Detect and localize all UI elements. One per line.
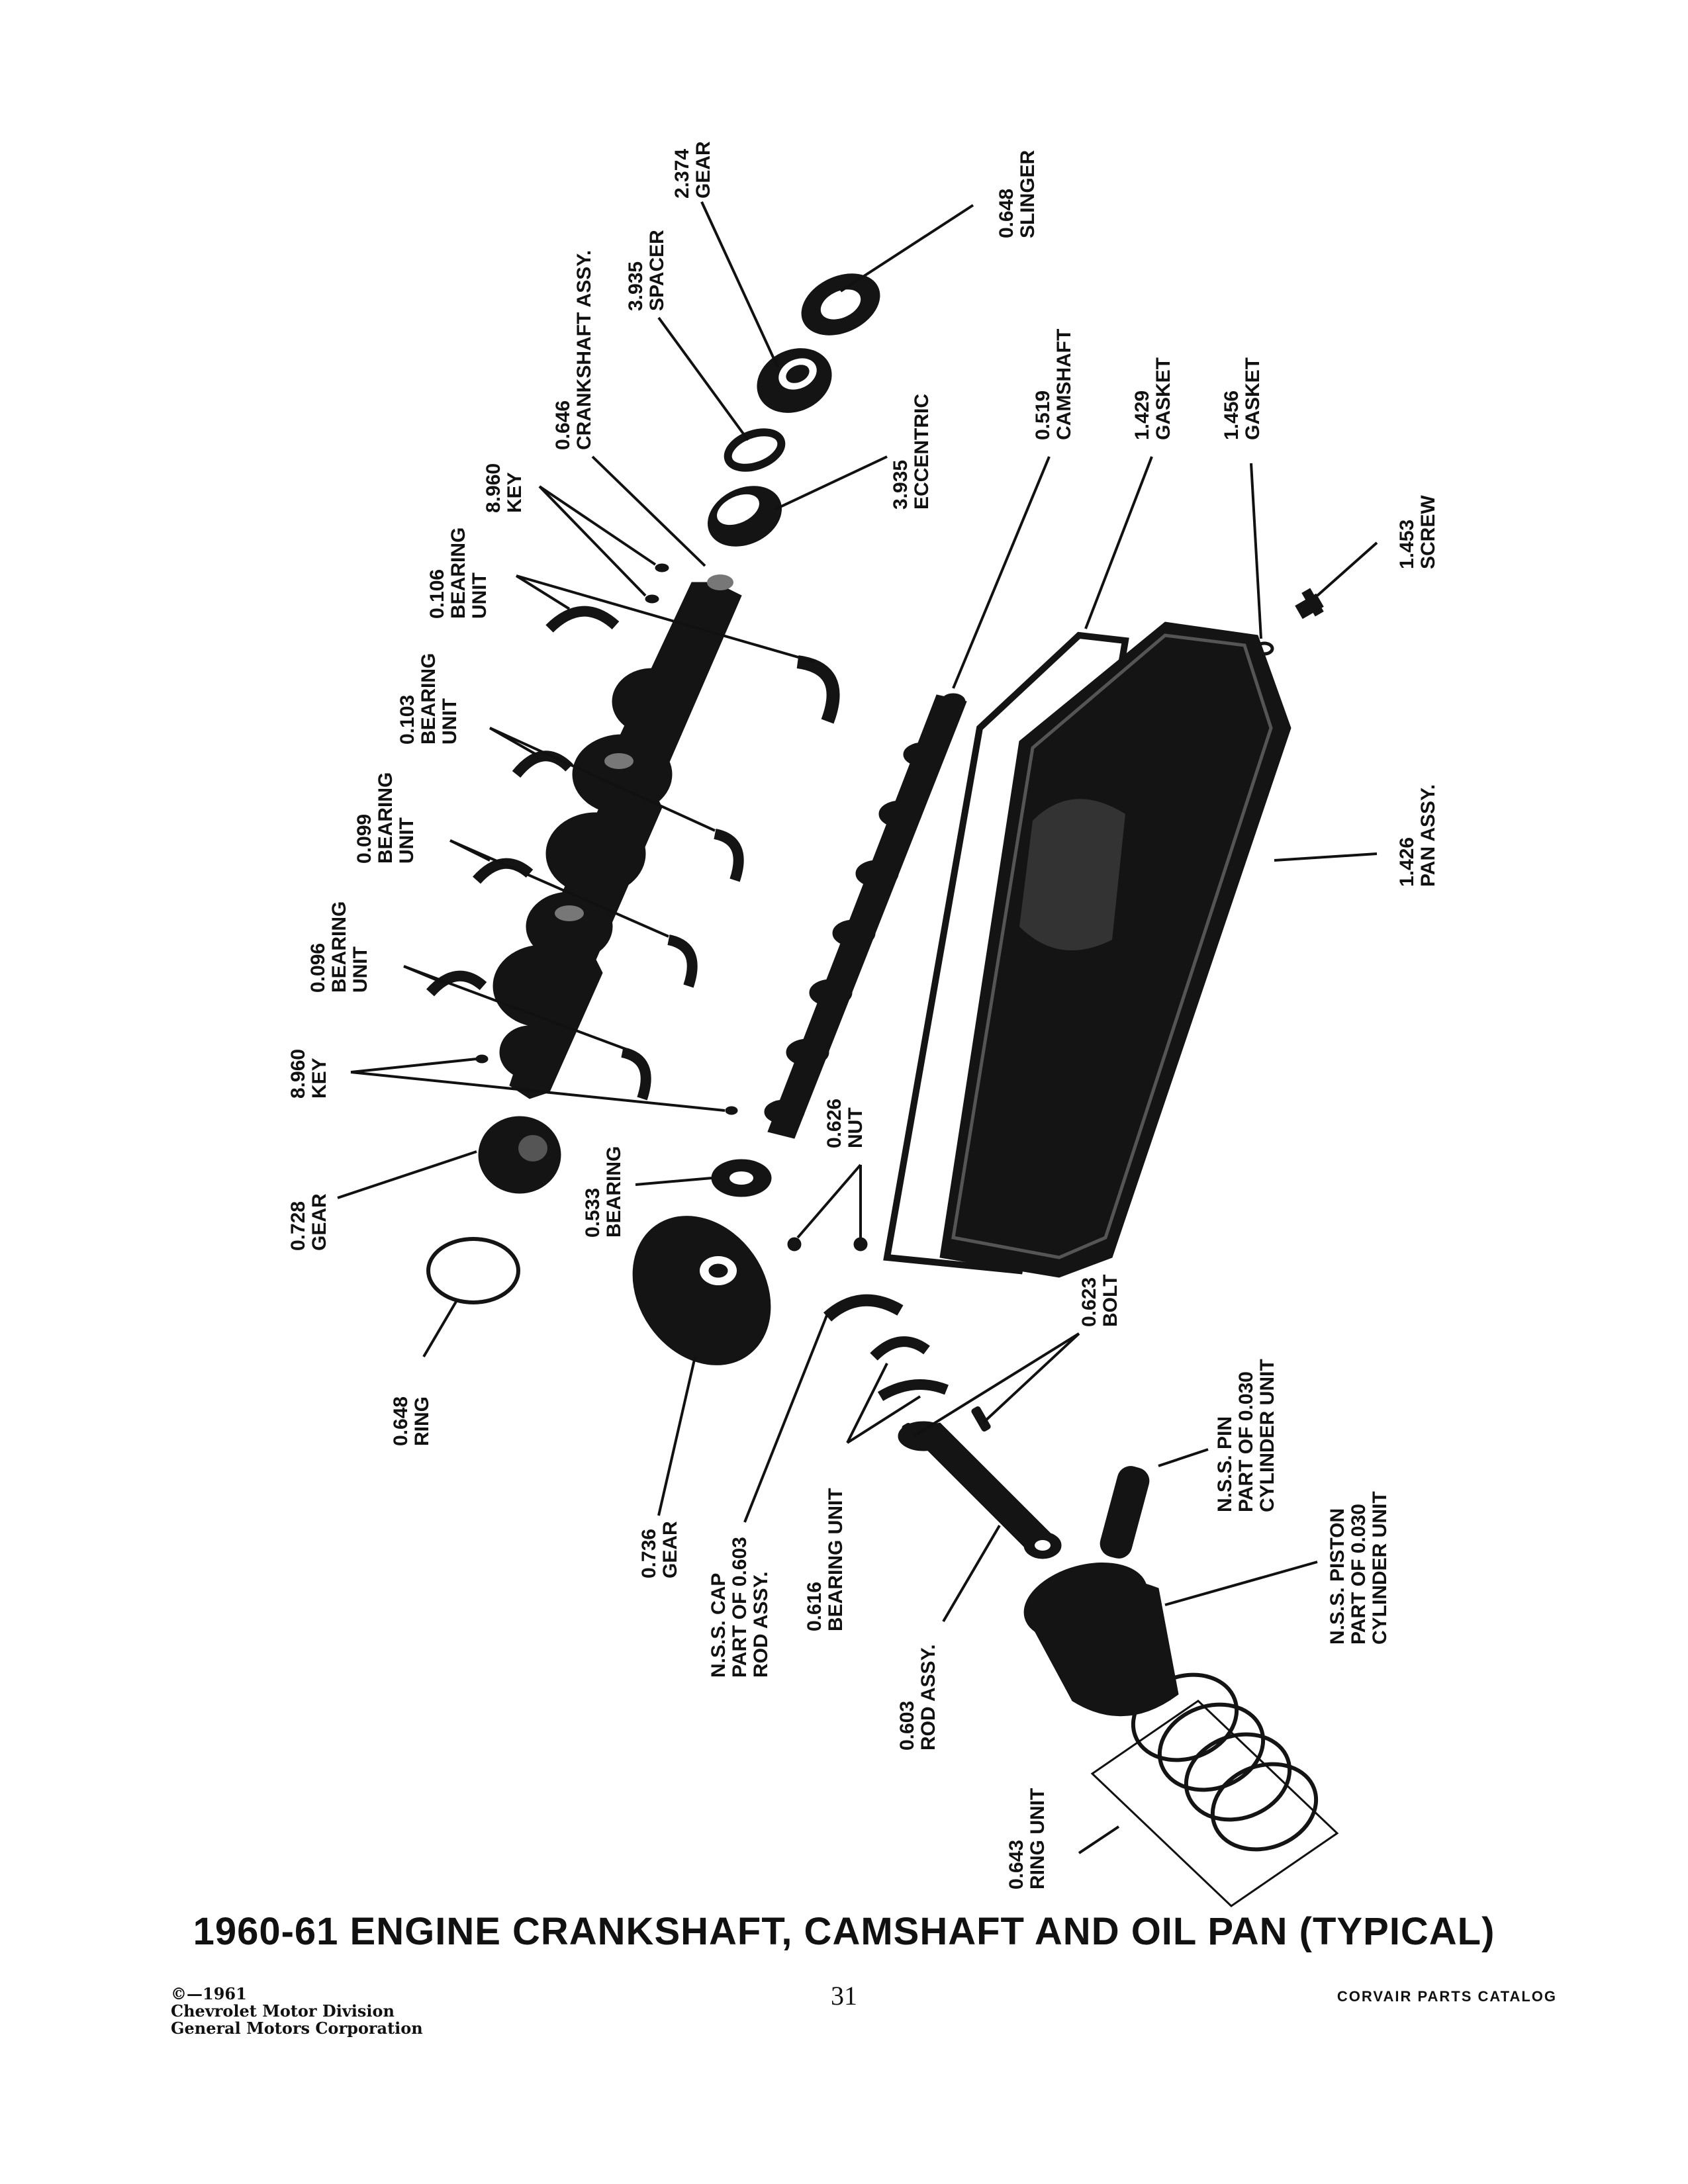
callout-bearing-0106: 0.106 BEARING UNIT bbox=[426, 522, 491, 619]
gear-0736-part bbox=[632, 1216, 771, 1365]
callout-bearing-0099: 0.099 BEARING UNIT bbox=[353, 766, 418, 864]
callout-rod-assy: 0.603 ROD ASSY. bbox=[896, 1644, 939, 1751]
callout-slinger: 0.648 SLINGER bbox=[996, 150, 1039, 238]
callout-bearing-0533: 0.533 BEARING bbox=[582, 1146, 625, 1238]
gear-0728-part bbox=[478, 1116, 561, 1194]
callout-gear-2374: 2.374 GEAR bbox=[671, 141, 714, 199]
key-part bbox=[725, 1106, 738, 1115]
callout-crankshaft-assy: 0.646 CRANKSHAFT ASSY. bbox=[552, 250, 595, 450]
catalog-name: CORVAIR PARTS CATALOG bbox=[1336, 1988, 1557, 2005]
piston-part bbox=[1023, 1562, 1179, 1717]
rod-cap-part bbox=[823, 1294, 904, 1322]
callout-screw: 1.453 SCREW bbox=[1396, 495, 1439, 569]
copyright-line: Chevrolet Motor Division bbox=[171, 2001, 395, 2021]
page-title: 1960-61 ENGINE CRANKSHAFT, CAMSHAFT AND … bbox=[193, 1910, 1495, 1953]
bearing-shell-part bbox=[796, 655, 840, 724]
bearing-shell-part bbox=[621, 1047, 651, 1101]
callout-bearing-unit-0616: 0.616 BEARING UNIT bbox=[804, 1488, 847, 1631]
crankshaft-part bbox=[492, 574, 742, 1099]
bolt-part bbox=[902, 1423, 921, 1448]
camshaft-part bbox=[764, 693, 967, 1139]
callout-gear-0736: 0.736 GEAR bbox=[638, 1521, 681, 1578]
gear-2374-part bbox=[757, 348, 832, 413]
nut-part bbox=[853, 1237, 868, 1251]
callout-gasket-1429: 1.429 GASKET bbox=[1131, 357, 1174, 440]
key-part bbox=[475, 1054, 489, 1064]
screw-part bbox=[1295, 588, 1324, 619]
piston-pin-part bbox=[1100, 1466, 1150, 1559]
parts-illustration bbox=[426, 273, 1339, 1907]
bearing-0533-part bbox=[711, 1159, 772, 1197]
callout-nut: 0.626 NUT bbox=[823, 1093, 867, 1148]
bearing-unit-0616-part bbox=[870, 1336, 930, 1361]
callout-key-bottom: 8.960 KEY bbox=[287, 1044, 330, 1099]
callout-gasket-1456: 1.456 GASKET bbox=[1221, 357, 1264, 440]
ring-0648-part bbox=[426, 1237, 520, 1304]
callout-ring-0648: 0.648 RING bbox=[390, 1391, 433, 1446]
page-number: 31 bbox=[831, 1981, 857, 2011]
bearing-unit-0616-part bbox=[877, 1379, 949, 1401]
leader-lines bbox=[337, 201, 1378, 1854]
callout-bolt: 0.623 BOLT bbox=[1078, 1272, 1121, 1327]
callout-eccentric: 3.935 ECCENTRIC bbox=[890, 394, 933, 510]
callout-bearing-0096: 0.096 BEARING UNIT bbox=[307, 895, 371, 993]
slinger-part bbox=[801, 273, 880, 336]
spacer-part bbox=[724, 428, 786, 472]
callout-pin: N.S.S. PIN PART OF 0.030 CYLINDER UNIT bbox=[1214, 1359, 1278, 1512]
callout-key-top: 8.960 KEY bbox=[483, 458, 526, 513]
eccentric-part bbox=[708, 486, 782, 547]
copyright-line: General Motors Corporation bbox=[171, 2019, 423, 2038]
gasket-1456-part bbox=[1254, 641, 1274, 656]
key-part bbox=[645, 594, 659, 604]
callout-bearing-0103: 0.103 BEARING UNIT bbox=[397, 647, 461, 745]
ring-unit-part bbox=[1090, 1672, 1339, 1907]
gasket-1429-part bbox=[883, 631, 1129, 1275]
pan-assy-part bbox=[939, 621, 1291, 1278]
key-part bbox=[655, 563, 669, 572]
bearing-shell-part bbox=[426, 970, 487, 997]
copyright-line: ©—1961 bbox=[171, 1984, 247, 2003]
callout-spacer: 3.935 SPACER bbox=[625, 230, 668, 311]
callout-pan-assy: 1.426 PAN ASSY. bbox=[1396, 784, 1439, 887]
callout-labels: 0.648 SLINGER 2.374 GEAR 3.935 SPACER 0.… bbox=[287, 141, 1439, 1889]
copyright-block: ©—1961 Chevrolet Motor Division General … bbox=[171, 1985, 423, 2037]
callout-ring-unit: 0.643 RING UNIT bbox=[1006, 1788, 1049, 1889]
bolt-part bbox=[971, 1406, 991, 1432]
callout-piston: N.S.S. PISTON PART OF 0.030 CYLINDER UNI… bbox=[1327, 1491, 1391, 1645]
nut-part bbox=[787, 1237, 802, 1251]
bearing-shell-part bbox=[714, 829, 744, 882]
rod-assy-part bbox=[898, 1421, 1062, 1559]
bearing-shell-part bbox=[512, 751, 573, 778]
callout-camshaft: 0.519 CAMSHAFT bbox=[1032, 329, 1075, 440]
bearing-shell-part bbox=[545, 606, 620, 633]
callout-cap: N.S.S. CAP PART OF 0.603 ROD ASSY. bbox=[708, 1531, 772, 1678]
bearing-shell-part bbox=[667, 934, 698, 988]
callout-gear-0728: 0.728 GEAR bbox=[287, 1193, 330, 1251]
